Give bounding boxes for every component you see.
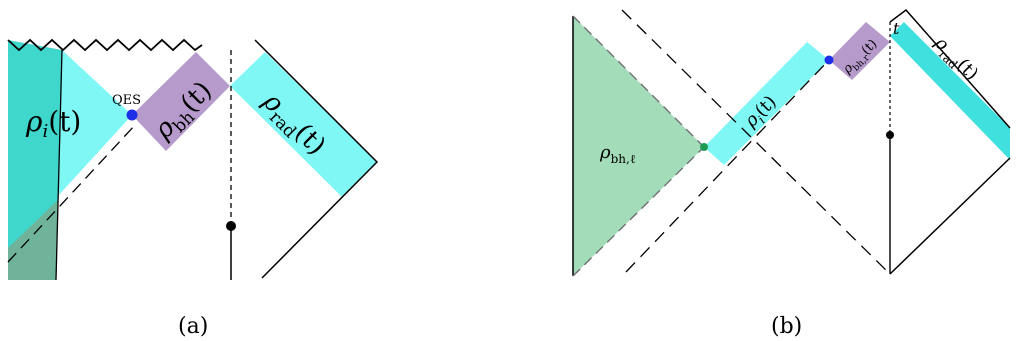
blue-dot (824, 55, 834, 65)
singularity-zigzag (7, 38, 203, 52)
black-dot (886, 131, 894, 139)
right-diamond-boundary (889, 8, 1011, 129)
t-label: t (893, 19, 900, 38)
qes-label: QES (112, 93, 141, 108)
rho-bhl-triangle (573, 16, 704, 276)
black-dot (226, 221, 236, 231)
teal-boundary-line (55, 49, 63, 281)
green-dot (700, 143, 708, 151)
rho-rad-band (890, 22, 1010, 160)
right-diamond-lower (889, 157, 1011, 275)
panel-a: ρi(t) QES ρbh(t) ρrad(t) (a) (7, 38, 379, 339)
triangle-lower-edge (572, 146, 705, 277)
panel-b: ρbh,ℓ ρi(t) ρbh,r(t) ρrad(t) t (b) (572, 8, 1011, 339)
qes-dot (126, 109, 138, 121)
horizon-dashed-line (7, 123, 137, 263)
rho-bhr-rectangle (829, 22, 890, 80)
rho-i-label: ρi(t) (25, 105, 81, 142)
panel-b-caption: (b) (771, 314, 802, 339)
dashed-line-up (625, 59, 830, 273)
rho-i-band (704, 42, 829, 165)
rho-bh-rectangle (132, 52, 230, 151)
panel-a-caption: (a) (178, 314, 208, 339)
rho-bhl-label: ρbh,ℓ (599, 142, 636, 166)
teal-region-lower (8, 200, 58, 280)
rho-rad-rectangle (230, 52, 377, 197)
rho-i-triangle (58, 50, 132, 196)
right-boundary (254, 39, 379, 279)
